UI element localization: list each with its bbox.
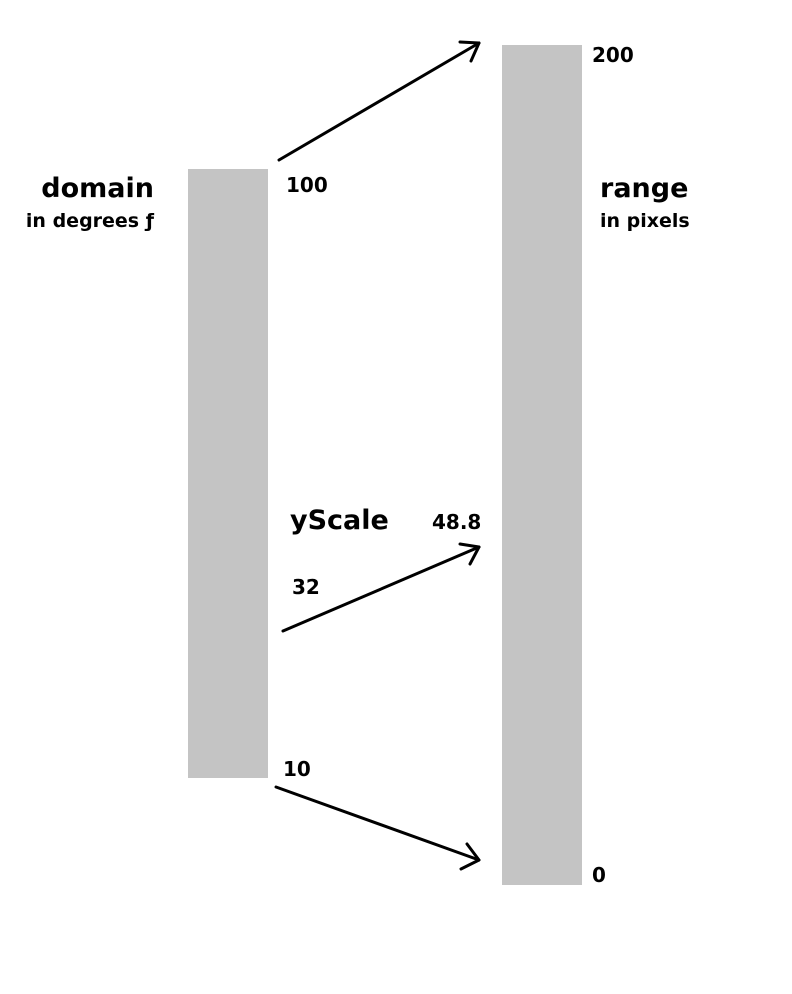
range-subtitle: in pixels [600,210,690,232]
scale-name: yScale [290,505,389,536]
domain-max-label: 100 [286,173,328,197]
range-max-label: 200 [592,43,634,67]
range-bar [502,45,582,885]
arrow-100-to-200 [277,40,481,162]
domain-subtitle: in degrees ƒ [25,210,154,232]
range-mid-label: 48.8 [432,510,482,534]
range-min-label: 0 [592,863,606,887]
arrow-32-to-48-8 [281,542,481,633]
arrow-10-to-0 [274,785,481,871]
domain-title: domain [41,173,154,204]
domain-bar [188,169,268,778]
range-title: range [600,173,689,204]
domain-min-label: 10 [283,757,311,781]
domain-mid-label: 32 [292,575,320,599]
